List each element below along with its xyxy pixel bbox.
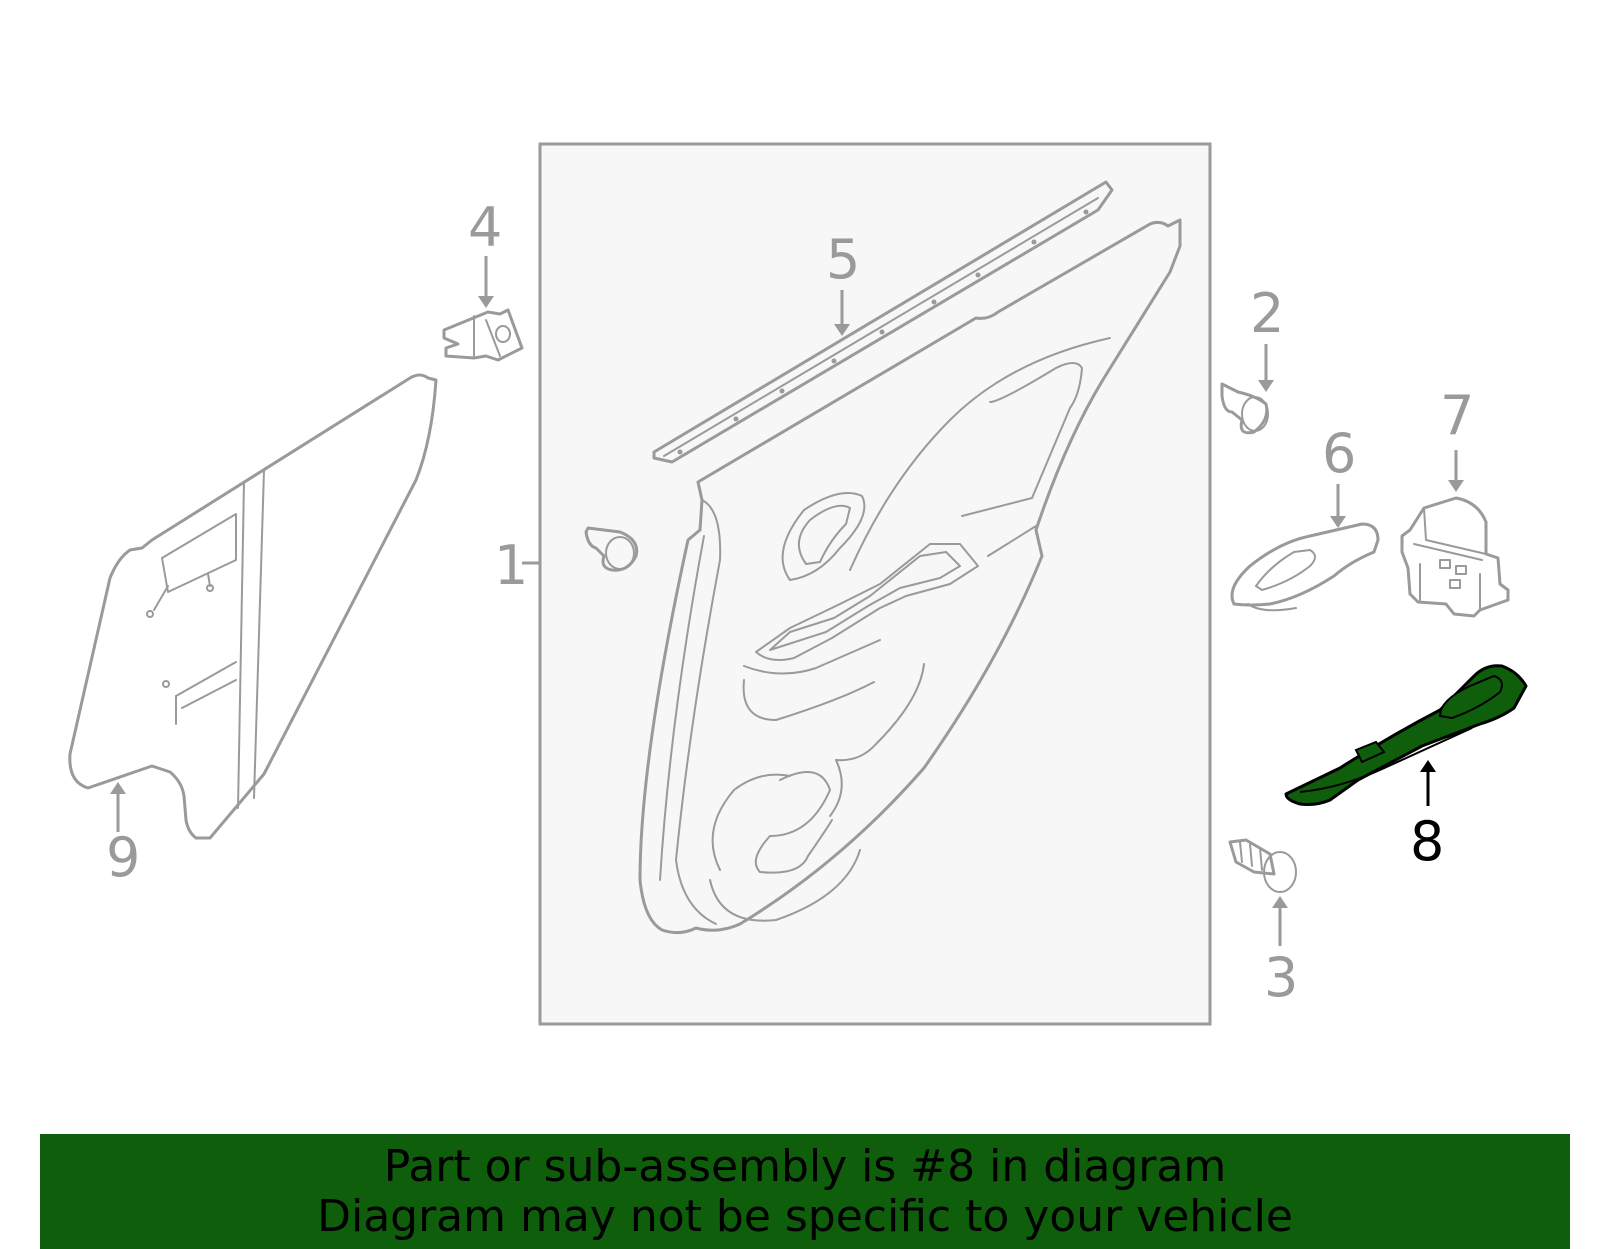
part-4-bracket[interactable] bbox=[442, 308, 524, 362]
callout-2: 2 bbox=[1250, 282, 1284, 345]
part-5-belt-molding[interactable] bbox=[652, 180, 1114, 464]
part-2-clip[interactable] bbox=[1220, 382, 1269, 435]
callout-3: 3 bbox=[1264, 946, 1298, 1009]
part-6-handle-escutcheon[interactable] bbox=[1230, 522, 1380, 612]
banner-line-2: Diagram may not be specific to your vehi… bbox=[317, 1191, 1293, 1242]
callout-4: 4 bbox=[468, 196, 502, 259]
callout-5: 5 bbox=[826, 228, 860, 291]
callout-6: 6 bbox=[1322, 422, 1356, 485]
part-3-screw[interactable] bbox=[1228, 838, 1297, 893]
leader-lines bbox=[110, 256, 1464, 946]
banner-line-1: Part or sub-assembly is #8 in diagram bbox=[383, 1141, 1227, 1192]
part-1-clip[interactable] bbox=[584, 526, 639, 572]
part-1-door-trim-panel[interactable] bbox=[638, 218, 1182, 935]
part-8-switch-bezel[interactable] bbox=[1284, 664, 1528, 806]
callout-8: 8 bbox=[1410, 810, 1444, 873]
assembly-box bbox=[538, 142, 1212, 1026]
part-7-switch[interactable] bbox=[1400, 496, 1510, 618]
info-banner: Part or sub-assembly is #8 in diagram Di… bbox=[40, 1134, 1570, 1249]
part-9-sealing-screen[interactable] bbox=[68, 373, 438, 840]
callout-7: 7 bbox=[1440, 384, 1474, 447]
callout-9: 9 bbox=[106, 826, 140, 889]
callout-1: 1 bbox=[494, 534, 528, 597]
